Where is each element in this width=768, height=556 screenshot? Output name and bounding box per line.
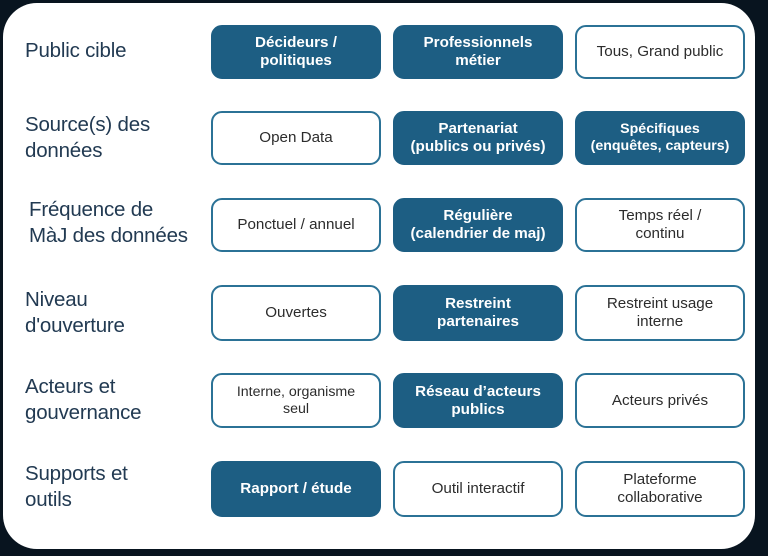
cell-r5-c2[interactable]: Réseau d’acteurs publics [393,373,563,428]
row-label-public-cible: Public cible [25,39,127,62]
cell-r6-c1[interactable]: Rapport / étude [211,461,381,517]
cell-r2-c2[interactable]: Partenariat (publics ou privés) [393,111,563,165]
cell-r6-c2[interactable]: Outil interactif [393,461,563,517]
cell-r3-c3[interactable]: Temps réel / continu [575,198,745,252]
matrix-row: Niveau d'ouverture Ouvertes Restreint pa… [3,285,755,341]
row-label-acteurs-gouvernance: Acteurs et gouvernance [25,375,142,424]
row-label-sources-des-donnees: Source(s) des données [25,113,151,162]
cell-r5-c1[interactable]: Interne, organisme seul [211,373,381,428]
cell-r5-c3[interactable]: Acteurs privés [575,373,745,428]
criteria-matrix-card: Public cible Décideurs / politiques Prof… [3,3,755,549]
cell-r4-c1[interactable]: Ouvertes [211,285,381,341]
cell-r6-c3[interactable]: Plateforme collaborative [575,461,745,517]
cell-r4-c3[interactable]: Restreint usage interne [575,285,745,341]
cell-r1-c2[interactable]: Professionnels métier [393,25,563,79]
cell-r3-c2[interactable]: Régulière (calendrier de maj) [393,198,563,252]
matrix-row: Source(s) des données Open Data Partenar… [3,111,755,165]
cell-r3-c1[interactable]: Ponctuel / annuel [211,198,381,252]
cell-r2-c3[interactable]: Spécifiques (enquêtes, capteurs) [575,111,745,165]
cell-r1-c3[interactable]: Tous, Grand public [575,25,745,79]
cell-r2-c1[interactable]: Open Data [211,111,381,165]
cell-r1-c1[interactable]: Décideurs / politiques [211,25,381,79]
matrix-row: Supports et outils Rapport / étude Outil… [3,461,755,517]
row-label-niveau-ouverture: Niveau d'ouverture [25,288,125,337]
matrix-row: Acteurs et gouvernance Interne, organism… [3,373,755,428]
matrix-row: Fréquence de MàJ des données Ponctuel / … [3,198,755,252]
row-label-frequence-maj: Fréquence de MàJ des données [29,198,188,247]
row-label-supports-outils: Supports et outils [25,462,128,511]
matrix-row: Public cible Décideurs / politiques Prof… [3,25,755,79]
cell-r4-c2[interactable]: Restreint partenaires [393,285,563,341]
criteria-matrix: Public cible Décideurs / politiques Prof… [3,3,755,549]
